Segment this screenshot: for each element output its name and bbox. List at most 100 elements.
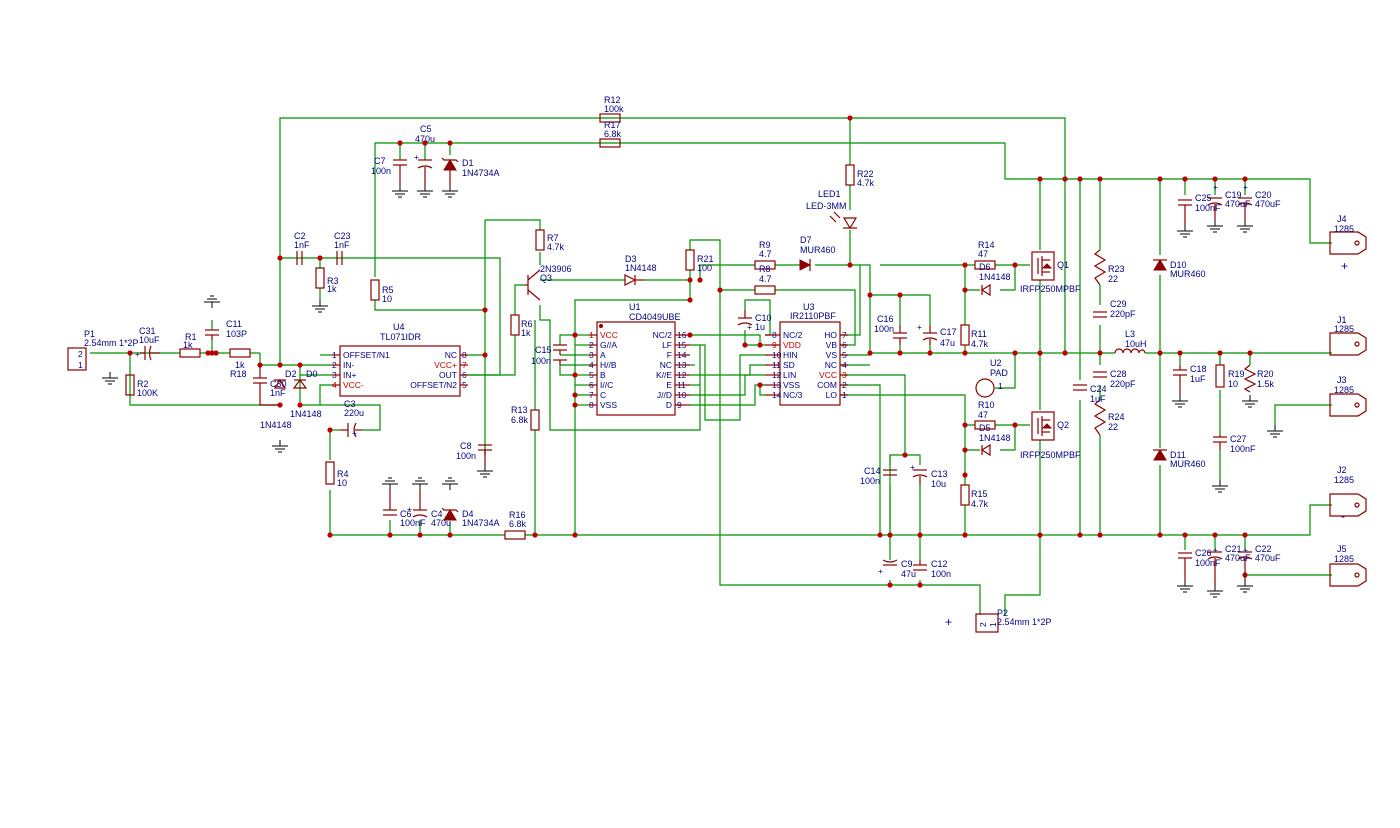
C24-value: 1uF: [1090, 394, 1106, 404]
D0-value: 1N4148: [290, 409, 322, 419]
R5-ref: R5: [382, 285, 394, 295]
svg-text:+: +: [878, 566, 883, 576]
C3-value: 220u: [344, 408, 364, 418]
R21-value: 100: [697, 263, 712, 273]
Q1-ref: Q1: [1057, 260, 1069, 270]
D6-value: 1N4148: [979, 272, 1011, 282]
C3-ref: C3: [344, 399, 356, 409]
C18-ref: C18: [1190, 364, 1207, 374]
R10-body: [974, 420, 996, 430]
J3-value: 1285: [1334, 385, 1354, 395]
R17-ref: R17: [604, 120, 621, 130]
D11-ref: D11: [1170, 450, 1186, 460]
svg-text:+: +: [917, 322, 922, 332]
U1-pin-name: NC/2: [653, 330, 673, 340]
D4-value: 1N4734A: [462, 518, 500, 528]
R9-ref: R9: [759, 240, 771, 250]
U3-pin-name: HIN: [783, 350, 798, 360]
D5-ref: D5: [979, 423, 991, 433]
R24-ref: R24: [1108, 412, 1125, 422]
C28-ref: C28: [1110, 369, 1127, 379]
J2-ref: J2: [1337, 465, 1347, 475]
U3-pin-name: COM: [817, 380, 837, 390]
P2-value: 2.54mm 1*2P: [997, 617, 1052, 627]
C23-ref: C23: [334, 231, 351, 241]
R18-ref: R18: [230, 369, 247, 379]
D3-ref: D3: [625, 254, 637, 264]
C10-value: 1u: [755, 322, 765, 332]
C20-ref: C20: [1255, 190, 1272, 200]
R11-ref: R11: [971, 329, 987, 339]
U4-pin-name: OFFSET/N1: [343, 350, 390, 360]
R5-value: 10: [382, 294, 392, 304]
R1-ref: R1: [185, 332, 197, 342]
C17-value: 47u: [940, 338, 955, 348]
R1-body: [179, 348, 201, 358]
R11-body: [960, 324, 970, 346]
U1-pin-name: A: [600, 350, 606, 360]
D7-ref: D7: [800, 235, 812, 245]
C9-ref: C9: [901, 559, 913, 569]
R15-body: [960, 484, 970, 506]
R15-value: 4.7k: [971, 499, 989, 509]
R4-ref: R4: [337, 469, 349, 479]
D2-ref: D2: [285, 369, 297, 379]
J2-value: 1285: [1334, 475, 1354, 485]
U2-pin: 1: [998, 381, 1003, 391]
C5-value: 470u: [415, 134, 435, 144]
R3-body: [315, 267, 325, 289]
C7-ref: C7: [374, 156, 386, 166]
U1-pin-name: I//C: [600, 380, 613, 390]
R16-ref: R16: [509, 510, 526, 520]
C25-value: 100nF: [1195, 203, 1221, 213]
resistors: [125, 113, 1257, 540]
R7-ref: R7: [547, 233, 559, 243]
connectors: 2 1 2 1: [67, 231, 1367, 633]
Q1-value: IRFP250MPBF: [1020, 284, 1081, 294]
R19-body: [1215, 364, 1225, 388]
C30-value: 1nF: [270, 388, 286, 398]
R12-ref: R12: [604, 95, 621, 105]
C30-ref: C30: [270, 379, 287, 389]
D0-ref: D0: [306, 369, 318, 379]
R9-body: [754, 260, 776, 270]
p2-plus-mark: +: [945, 615, 952, 629]
C16-ref: C16: [877, 314, 894, 324]
C9-value: 47u: [901, 569, 916, 579]
U4-pin-name: OUT: [439, 370, 457, 380]
Q2-ref: Q2: [1057, 420, 1069, 430]
D2-value: 1N4148: [260, 420, 292, 430]
R4-body: [325, 461, 335, 485]
C4-value: 470u: [431, 518, 451, 528]
Q3-ref: Q3: [540, 273, 552, 283]
svg-text:+: +: [352, 428, 357, 438]
svg-text:+: +: [1213, 182, 1218, 192]
R21-ref: R21: [697, 254, 714, 264]
C8-ref: C8: [460, 441, 472, 451]
R5-body: [370, 279, 380, 301]
R13-body: [530, 409, 540, 431]
LED1-value: LED-3MM: [806, 201, 847, 211]
J3-ref: J3: [1337, 375, 1347, 385]
R3-value: 1k: [327, 284, 337, 294]
U1-pin-name: G//A: [600, 340, 617, 350]
U3-pin-name: NC/3: [783, 390, 803, 400]
R23-ref: R23: [1108, 264, 1125, 274]
C2-ref: C2: [294, 231, 306, 241]
D5-value: 1N4148: [979, 433, 1011, 443]
U4-pin-name: VCC-: [343, 380, 364, 390]
R3-ref: R3: [327, 276, 339, 286]
capacitors: +++ +++ ++++ ++: [135, 152, 1253, 585]
D11-value: MUR460: [1170, 459, 1206, 469]
U3-pin-name: LO: [826, 390, 838, 400]
C14-ref: C14: [864, 466, 881, 476]
u2-pad: [975, 378, 995, 398]
R24-body: [1093, 399, 1107, 436]
U1-pin-name: K//E: [656, 370, 672, 380]
diodes: [273, 157, 1167, 521]
U1-pin-name: VCC: [600, 330, 618, 340]
C31-ref: C31: [139, 326, 156, 336]
